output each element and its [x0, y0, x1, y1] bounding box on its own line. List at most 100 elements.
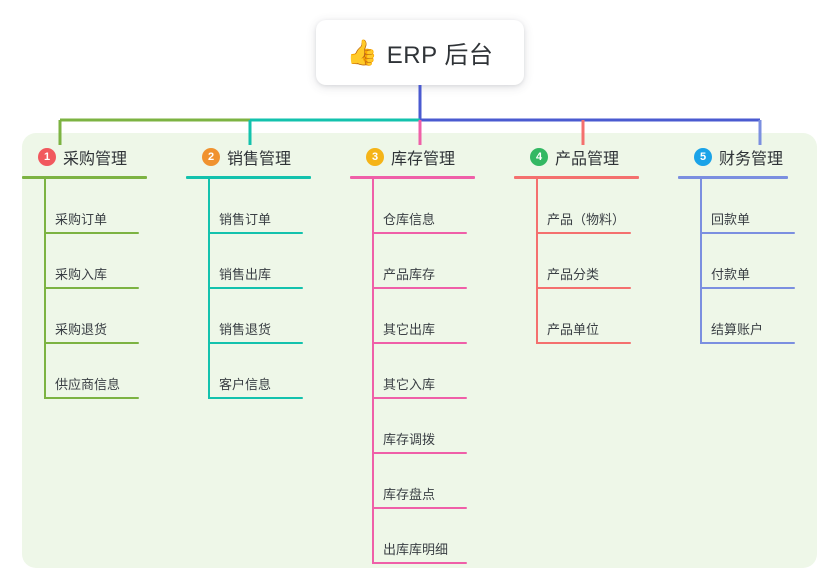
branch-underline-3 — [350, 176, 475, 179]
leaf-item-label: 产品库存 — [383, 267, 436, 282]
leaf-item-label: 其它入库 — [383, 377, 436, 392]
branch-items-4: 产品（物料） 产品分类产品单位 — [514, 179, 674, 344]
branch-items-5: 回款单付款单结算账户 — [678, 179, 823, 344]
branch-title-3: 库存管理 — [391, 151, 456, 168]
branch-spine-2 — [208, 179, 210, 399]
leaf-item-underline — [536, 342, 631, 344]
leaf-item-underline — [536, 287, 631, 289]
branch-items-2: 销售订单销售出库销售退货客户信息 — [186, 179, 346, 399]
leaf-item-label: 库存调拨 — [383, 432, 436, 447]
leaf-item-label: 客户信息 — [219, 377, 272, 392]
branch-items-3: 仓库信息产品库存其它出库其它入库库存调拨库存盘点出库库明细 — [350, 179, 510, 564]
leaf-item[interactable]: 库存调拨 — [350, 399, 510, 454]
leaf-item[interactable]: 产品库存 — [350, 234, 510, 289]
leaf-item-underline — [372, 507, 467, 509]
leaf-item-label: 采购订单 — [55, 212, 108, 227]
branch-title-2: 销售管理 — [227, 151, 292, 168]
leaf-item-underline — [372, 562, 467, 564]
thumbs-up-icon: 👍 — [346, 38, 378, 67]
leaf-item[interactable]: 采购订单 — [22, 179, 182, 234]
branch-badge-3: 3 — [366, 148, 384, 166]
leaf-item[interactable]: 出库库明细 — [350, 509, 510, 564]
branch-title-5: 财务管理 — [719, 151, 784, 168]
branch-header-1[interactable]: 1 采购管理 — [22, 145, 182, 169]
leaf-item-label: 产品（物料） — [547, 212, 626, 227]
leaf-item-label: 销售订单 — [219, 212, 272, 227]
leaf-item[interactable]: 其它出库 — [350, 289, 510, 344]
branch-spine-3 — [372, 179, 374, 564]
leaf-item[interactable]: 供应商信息 — [22, 344, 182, 399]
leaf-item-underline — [44, 232, 139, 234]
branch-column-5: 5 财务管理回款单付款单结算账户 — [678, 145, 823, 344]
branch-items-1: 采购订单采购入库采购退货供应商信息 — [22, 179, 182, 399]
leaf-item[interactable]: 其它入库 — [350, 344, 510, 399]
leaf-item-underline — [44, 342, 139, 344]
branch-underline-2 — [186, 176, 311, 179]
leaf-item-label: 产品单位 — [547, 322, 600, 337]
leaf-item-label: 销售出库 — [219, 267, 272, 282]
leaf-item-label: 采购入库 — [55, 267, 108, 282]
leaf-item-label: 回款单 — [711, 212, 751, 227]
leaf-item-underline — [44, 287, 139, 289]
leaf-item-underline — [208, 397, 303, 399]
branch-column-3: 3 库存管理仓库信息产品库存其它出库其它入库库存调拨库存盘点出库库明细 — [350, 145, 510, 564]
branch-header-5[interactable]: 5 财务管理 — [678, 145, 823, 169]
leaf-item-underline — [700, 232, 795, 234]
branch-badge-4: 4 — [530, 148, 548, 166]
leaf-item-underline — [700, 287, 795, 289]
leaf-item[interactable]: 库存盘点 — [350, 454, 510, 509]
leaf-item-underline — [372, 397, 467, 399]
leaf-item-underline — [372, 342, 467, 344]
leaf-item[interactable]: 回款单 — [678, 179, 823, 234]
leaf-item[interactable]: 产品分类 — [514, 234, 674, 289]
branch-underline-5 — [678, 176, 788, 179]
leaf-item-underline — [700, 342, 795, 344]
leaf-item-underline — [208, 342, 303, 344]
leaf-item-label: 其它出库 — [383, 322, 436, 337]
leaf-item-label: 供应商信息 — [55, 377, 121, 392]
branch-spine-4 — [536, 179, 538, 344]
branch-badge-2: 2 — [202, 148, 220, 166]
branches-panel — [22, 133, 817, 568]
branch-title-1: 采购管理 — [63, 151, 128, 168]
leaf-item[interactable]: 销售退货 — [186, 289, 346, 344]
leaf-item[interactable]: 客户信息 — [186, 344, 346, 399]
branch-header-3[interactable]: 3 库存管理 — [350, 145, 510, 169]
leaf-item-underline — [208, 232, 303, 234]
leaf-item[interactable]: 销售订单 — [186, 179, 346, 234]
leaf-item-underline — [208, 287, 303, 289]
leaf-item-underline — [372, 232, 467, 234]
branch-column-4: 4 产品管理产品（物料） 产品分类产品单位 — [514, 145, 674, 344]
leaf-item-underline — [44, 397, 139, 399]
leaf-item[interactable]: 产品单位 — [514, 289, 674, 344]
branch-underline-1 — [22, 176, 147, 179]
branch-header-2[interactable]: 2 销售管理 — [186, 145, 346, 169]
leaf-item-label: 库存盘点 — [383, 487, 436, 502]
branch-underline-4 — [514, 176, 639, 179]
branch-column-2: 2 销售管理销售订单销售出库销售退货客户信息 — [186, 145, 346, 399]
leaf-item-label: 采购退货 — [55, 322, 108, 337]
leaf-item-underline — [372, 452, 467, 454]
leaf-item[interactable]: 付款单 — [678, 234, 823, 289]
leaf-item-label: 付款单 — [711, 267, 751, 282]
root-node-card[interactable]: 👍 ERP 后台 — [316, 20, 524, 85]
branch-spine-1 — [44, 179, 46, 399]
branch-header-4[interactable]: 4 产品管理 — [514, 145, 674, 169]
leaf-item[interactable]: 仓库信息 — [350, 179, 510, 234]
leaf-item-underline — [536, 232, 631, 234]
leaf-item-label: 产品分类 — [547, 267, 600, 282]
branch-badge-1: 1 — [38, 148, 56, 166]
leaf-item-label: 销售退货 — [219, 322, 272, 337]
leaf-item[interactable]: 采购入库 — [22, 234, 182, 289]
branch-column-1: 1 采购管理采购订单采购入库采购退货供应商信息 — [22, 145, 182, 399]
root-node-title: ERP 后台 — [386, 42, 494, 69]
branch-title-4: 产品管理 — [555, 151, 620, 168]
branch-spine-5 — [700, 179, 702, 344]
leaf-item[interactable]: 结算账户 — [678, 289, 823, 344]
leaf-item[interactable]: 产品（物料） — [514, 179, 674, 234]
leaf-item-label: 仓库信息 — [383, 212, 436, 227]
leaf-item[interactable]: 销售出库 — [186, 234, 346, 289]
branch-badge-5: 5 — [694, 148, 712, 166]
leaf-item[interactable]: 采购退货 — [22, 289, 182, 344]
